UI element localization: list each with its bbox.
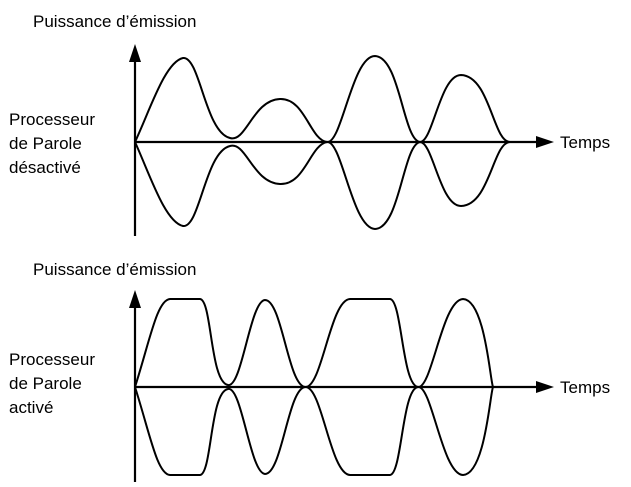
x-axis-label-bottom: Temps [560, 378, 610, 397]
y-axis-label-bottom: Puissance d’émission [33, 260, 196, 279]
x-axis-label-top: Temps [560, 133, 610, 152]
waveform-upper-compressed [134, 298, 494, 388]
side-label-top-line-3: désactivé [9, 158, 81, 177]
panel-processor-off: Puissance d’émission Temps Processeur de… [9, 12, 610, 236]
y-axis-label-top: Puissance d’émission [33, 12, 196, 31]
side-label-bottom-line-2: de Parole [9, 374, 82, 393]
x-axis-arrowhead-top [536, 136, 554, 148]
y-axis-arrowhead-top [129, 44, 141, 62]
side-label-bottom-line-1: Processeur [9, 350, 95, 369]
waveform-lower-unprocessed [134, 141, 511, 230]
side-label-top-line-2: de Parole [9, 134, 82, 153]
x-axis-arrowhead-bottom [536, 381, 554, 393]
panel-processor-on: Puissance d’émission Temps Processeur de… [9, 260, 610, 482]
y-axis-arrowhead-bottom [129, 290, 141, 308]
side-label-top-line-1: Processeur [9, 110, 95, 129]
side-label-bottom-line-3: activé [9, 398, 53, 417]
waveform-upper-unprocessed [134, 55, 511, 143]
waveform-lower-compressed [134, 386, 494, 476]
